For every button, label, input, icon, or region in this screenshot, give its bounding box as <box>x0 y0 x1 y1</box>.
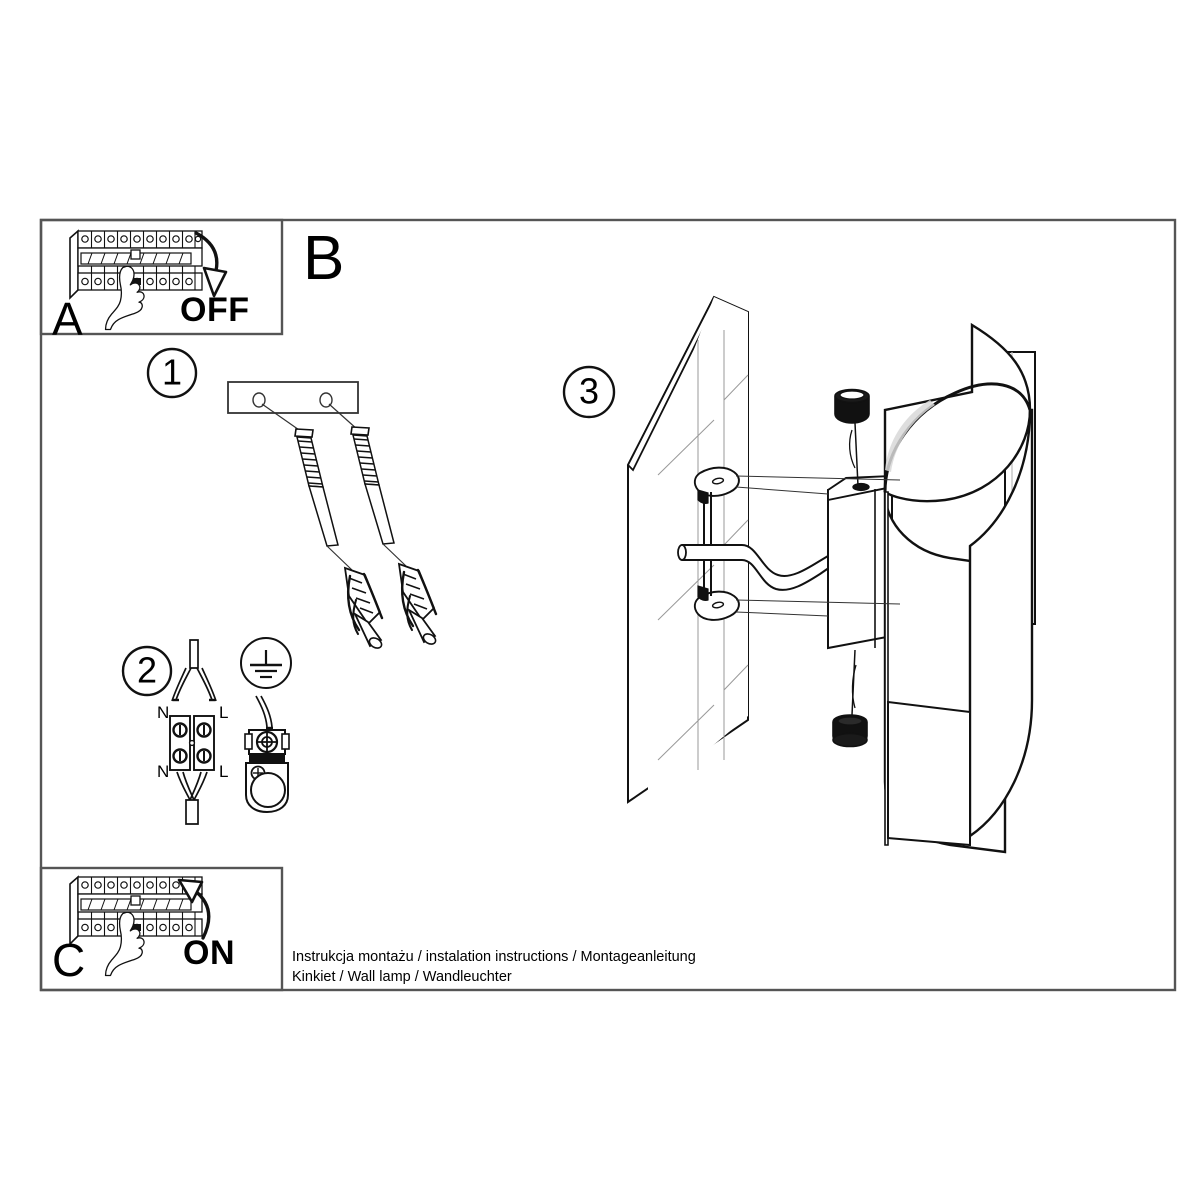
step-3-number: 3 <box>579 371 599 412</box>
lamp-cable <box>176 771 208 825</box>
panel-a-box <box>39 218 284 336</box>
terminal-screws <box>172 722 212 764</box>
earth-terminal <box>244 729 290 763</box>
earth-wire <box>255 695 273 730</box>
step-3-illustration: 3 <box>562 295 1036 854</box>
panel-a-action-label: OFF <box>180 291 250 329</box>
label-supply-neutral: N <box>157 703 170 722</box>
assembly-guide-lines <box>735 475 901 617</box>
lamp-body <box>827 474 893 650</box>
caption-line-1: Instrukcja montażu / instalation instruc… <box>292 949 696 965</box>
screw-1 <box>294 428 353 571</box>
panel-a-letter: A <box>52 293 83 345</box>
earth-ground-symbol <box>240 637 292 689</box>
panel-b-letter: B <box>303 224 345 293</box>
label-lamp-live: L <box>219 762 229 781</box>
step-3-badge <box>562 365 616 419</box>
supply-cable <box>171 639 217 702</box>
step-2-illustration: 2 <box>121 637 292 825</box>
step-1-illustration: 1 <box>146 347 438 649</box>
step-2-badge <box>121 645 173 697</box>
arrow-off-head <box>202 266 228 298</box>
lamp-earth-bracket <box>245 762 289 814</box>
mounting-plate <box>227 381 359 414</box>
step-2-number: 2 <box>137 650 157 691</box>
step-1-number: 1 <box>162 352 182 393</box>
sheet-border <box>39 218 1177 992</box>
panel-c-box <box>39 866 284 992</box>
wall-anchor-2 <box>397 562 438 645</box>
step-1-badge <box>146 347 198 399</box>
curved-shade <box>883 322 1034 854</box>
caption-line-2: Kinkiet / Wall lamp / Wandleuchter <box>292 969 512 985</box>
screw-2 <box>350 426 407 567</box>
panel-c-illustration <box>69 876 211 977</box>
screw-hole-top <box>852 482 870 492</box>
mounting-hole-left <box>252 392 266 408</box>
wall-anchor-1 <box>343 566 384 649</box>
cap-screw-upper <box>834 388 870 487</box>
label-lamp-neutral: N <box>157 762 170 781</box>
panel-c-action-label: ON <box>183 934 235 972</box>
label-supply-live: L <box>219 703 229 722</box>
panel-c-letter: C <box>52 934 86 986</box>
cap-screw-lower <box>832 649 868 748</box>
panel-a-illustration <box>69 230 228 331</box>
terminal-block <box>169 715 215 771</box>
arrow-on-head <box>177 878 204 904</box>
mounting-hole-right <box>319 392 333 408</box>
